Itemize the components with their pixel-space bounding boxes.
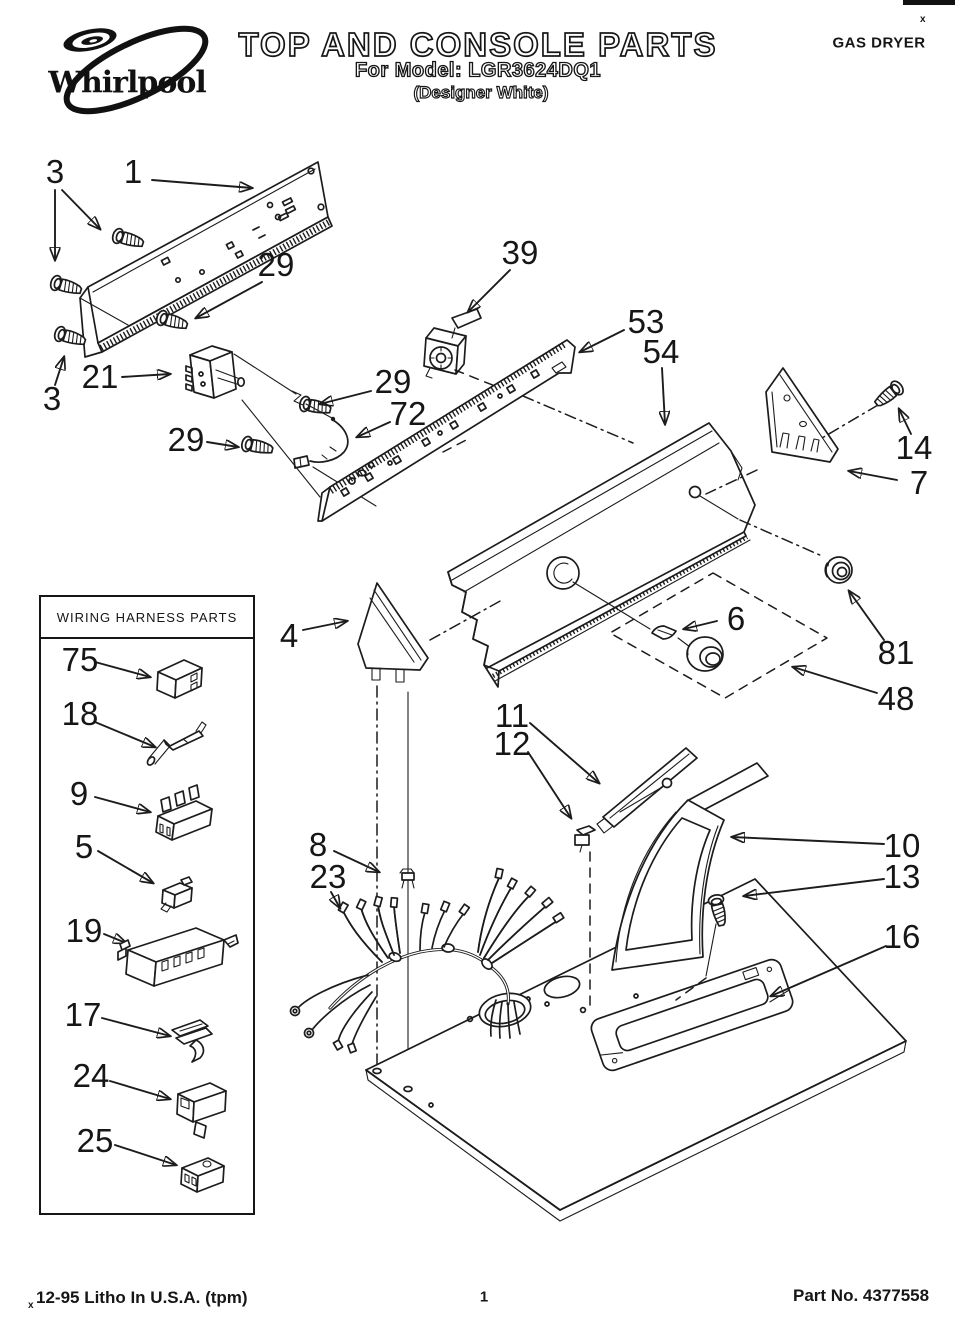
model-line: For Model: LGR3624DQ1 (354, 59, 602, 82)
timer-knob (686, 636, 724, 672)
callout-3b: 3 (42, 380, 62, 417)
scan-edge-mark (903, 0, 955, 5)
footer-mark: x (28, 1300, 34, 1311)
wiring-box-icons (94, 659, 239, 1193)
connector-25 (180, 1157, 225, 1193)
wirebox-num-18: 18 (61, 695, 99, 732)
callout-1: 1 (123, 153, 143, 190)
console-panel (429, 422, 823, 688)
wirebox-num-24: 24 (72, 1057, 110, 1094)
callout-29c: 29 (167, 421, 205, 458)
harness-clip-8 (399, 868, 415, 889)
right-endcap (765, 367, 879, 463)
knob-location-zone (609, 572, 828, 699)
callout-48: 48 (877, 680, 915, 717)
product-label: GAS DRYER (832, 34, 926, 52)
litho-line: 12-95 Litho In U.S.A. (tpm) (36, 1288, 248, 1307)
wiring-harness-box: WIRING HARNESS PARTS (39, 595, 255, 1215)
callout-39: 39 (501, 234, 539, 271)
timer (185, 345, 336, 422)
connector-75 (156, 659, 203, 699)
main-wire-harness (289, 867, 565, 1054)
callout-12: 12 (493, 725, 531, 762)
lint-screen-grille (611, 762, 769, 971)
callout-4: 4 (279, 617, 299, 654)
lint-door (596, 747, 698, 834)
connector-block-19 (117, 927, 239, 987)
callout-8: 8 (308, 826, 328, 863)
page-title: TOP AND CONSOLE PARTS (238, 25, 718, 64)
callout-14: 14 (895, 429, 933, 466)
wirebox-num-5: 5 (74, 828, 94, 865)
part-number: Part No. 4377558 (793, 1286, 930, 1305)
knob-clip (651, 625, 691, 648)
callout-13: 13 (883, 858, 921, 895)
callout-23: 23 (309, 858, 347, 895)
callout-29: 29 (257, 246, 295, 283)
push-to-start-switch (423, 308, 521, 397)
whirlpool-logo: Whirlpool (28, 20, 223, 120)
page-number: 1 (479, 1288, 489, 1306)
brand-name: Whirlpool (48, 65, 206, 101)
callout-54: 54 (642, 333, 680, 370)
callout-21: 21 (81, 358, 119, 395)
connector-24 (176, 1082, 227, 1139)
callout-6: 6 (726, 600, 746, 637)
screw-13 (675, 892, 730, 1001)
finish-line: (Designer White) (413, 82, 549, 102)
knob-bushing-81 (824, 556, 853, 584)
callout-29b: 29 (374, 363, 412, 400)
connector-9 (155, 784, 213, 841)
clip-17 (171, 1019, 213, 1063)
door-hinge-clip (574, 825, 596, 1009)
callout-10: 10 (883, 827, 921, 864)
corner-mark: x (920, 14, 926, 25)
left-endcap (357, 582, 429, 1087)
callout-3: 3 (45, 153, 65, 190)
callout-11: 11 (494, 697, 530, 734)
callout-16: 16 (883, 918, 921, 955)
wirebox-num-19: 19 (65, 912, 103, 949)
wirebox-num-75: 75 (61, 641, 99, 678)
callout-81: 81 (877, 634, 915, 671)
wirebox-num-17: 17 (64, 996, 102, 1033)
callout-72: 72 (389, 395, 427, 432)
wiring-box-title: WIRING HARNESS PARTS (41, 597, 253, 639)
screw-14 (870, 378, 907, 411)
wirebox-num-25: 25 (76, 1122, 114, 1159)
lint-screen-slot (590, 958, 794, 1072)
console-bracket-rail (317, 339, 634, 522)
connector-5 (160, 876, 193, 913)
callout-leaders (55, 179, 912, 996)
wirebox-num-9: 9 (69, 775, 89, 812)
terminal-18 (146, 721, 207, 766)
callout-53: 53 (627, 303, 665, 340)
callout-7: 7 (909, 464, 929, 501)
whirlpool-logo-swoosh (63, 25, 209, 115)
